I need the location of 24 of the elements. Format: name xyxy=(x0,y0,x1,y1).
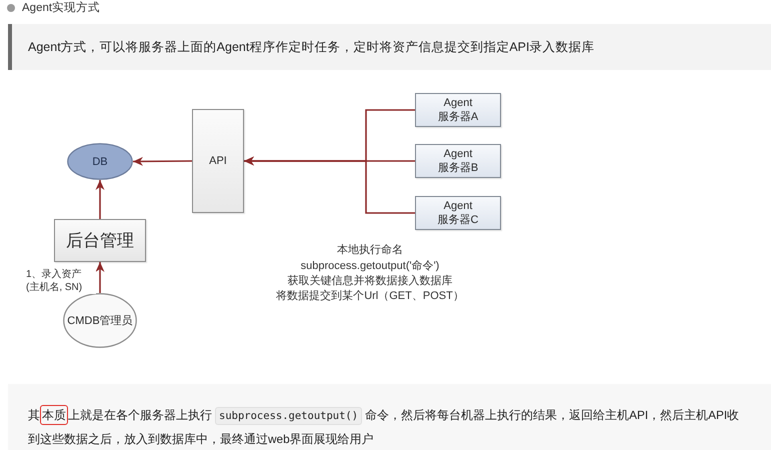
heading: Agent实现方式 xyxy=(22,0,100,16)
arrow xyxy=(96,180,104,219)
arrow xyxy=(133,156,192,166)
arrow xyxy=(96,262,104,293)
highlighted-word: 本质 xyxy=(40,405,68,425)
paragraph-text: 命令，然后将每台机器上执行的结果，返回给主机API，然后主机API收 xyxy=(365,408,740,422)
note-text: subprocess.getoutput('命令') xyxy=(300,259,440,274)
agent-box: Agent 服务器A xyxy=(415,93,501,127)
edge-label: 1、录入资产 (主机名, SN) xyxy=(26,268,96,294)
api-box: API xyxy=(192,109,244,213)
database-ellipse: DB xyxy=(67,143,133,180)
note-text: 本地执行命名 xyxy=(337,243,403,258)
agent-box: Agent 服务器C xyxy=(415,196,501,230)
paragraph-text: 其 xyxy=(28,408,40,422)
note-text: 将数据提交到某个Url（GET、POST） xyxy=(276,289,464,304)
paragraph-text: 上就是在各个服务器上执行 xyxy=(68,408,212,422)
admin-box: 后台管理 xyxy=(54,219,146,262)
inline-code: subprocess.getoutput() xyxy=(215,407,362,425)
quote-block: Agent方式，可以将服务器上面的Agent程序作定时任务，定时将资产信息提交到指定API录入数据库 xyxy=(8,24,771,70)
agent-box: Agent 服务器B xyxy=(415,144,501,178)
arrow xyxy=(244,156,415,214)
user-ellipse: CMDB管理员 xyxy=(63,293,137,348)
paragraph-text: 到这些数据之后，放入到数据库中，最终通过web界面展现给用户 xyxy=(28,432,374,446)
note-text: 获取关键信息并将数据接入数据库 xyxy=(288,274,452,289)
